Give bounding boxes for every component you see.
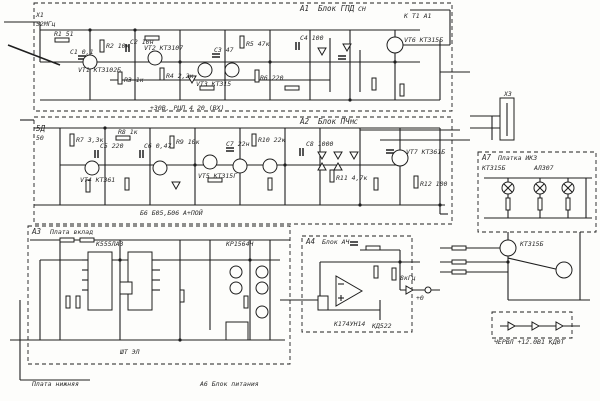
middle-block-diodes (171, 151, 359, 191)
bottom-left-block-ref: А3 (31, 227, 42, 236)
bottom-left-block-outline (27, 225, 291, 365)
bottom-mid-chip-label: К174УН14 (333, 320, 365, 328)
top-block-name: Блок ГПД (318, 4, 355, 13)
resistor-label-11: R11 4,7к (336, 174, 367, 182)
bottom-mid-freq: 8кГц (400, 274, 416, 282)
bottom-left-resistors (59, 237, 185, 309)
resistor-label-4: R4 2,2к (166, 72, 193, 80)
capacitor-label-4: С4 100 (300, 34, 324, 42)
right-panel-outline (477, 151, 597, 233)
note-labels: Плата нижняя А6 Блок питания (31, 380, 259, 388)
capacitor-label-1: С1 0,1 (70, 48, 94, 56)
transistor-label-2: VT2 КТ3107 (144, 44, 183, 52)
capacitor-label-8: С8 1000 (306, 140, 333, 148)
bottom-left-right-label: КР1564Ч (225, 240, 253, 248)
right-panel-part-1: КТ315Б (481, 164, 506, 172)
transistor-label-6: VT6 КТ315Б (404, 36, 443, 44)
top-block-ref: A1 (299, 4, 309, 13)
bottom-left-ics (82, 251, 160, 311)
resistor-label-7: R7 3,3к (76, 136, 103, 144)
bottom-mid-block-ref: А4 (305, 237, 315, 246)
top-block-diodes (187, 43, 352, 85)
capacitor-label-2: С2 10н (130, 38, 154, 46)
capacitor-label-3: С3 47 (214, 46, 234, 54)
capacitor-label-5: С5 220 (100, 142, 124, 150)
right-lower-circuit (440, 232, 590, 331)
middle-block-ref: А2 (299, 117, 310, 126)
bottom-mid-note: +0 (416, 294, 424, 302)
top-block-outline (33, 2, 453, 112)
resistor-label-6: R6 220 (260, 74, 284, 82)
junction-dots (88, 28, 510, 342)
resistor-label-9: R9 10к (176, 138, 200, 146)
capacitor-label-7: С7 22н (226, 140, 250, 148)
resistor-label-5: R5 47к (246, 40, 270, 48)
bottom-mid-block-outline (301, 235, 413, 333)
resistor-label-12: R12 100 (420, 180, 447, 188)
note-bottom-right: А6 Блок питания (199, 380, 259, 388)
bottom-left-chip-label: К555ЛА3 (95, 240, 123, 248)
top-block-conn-label: 52МГц (36, 20, 56, 28)
transistor-label-7: VT7 КТ361Б (406, 148, 445, 156)
bottom-left-wiring (10, 239, 320, 381)
middle-block-bottom-label: Б6 Б05,Б06 А+ПОЙ (140, 208, 203, 217)
top-block-side-label: К Т1 А1 (403, 12, 431, 20)
transistor-label-3: VT3 КТ315 (196, 80, 231, 88)
top-block-tag: СН (358, 5, 366, 13)
resistor-label-2: R2 10к (106, 42, 130, 50)
resistor-label-8: R8 1к (118, 128, 138, 136)
middle-block-outline (33, 116, 453, 225)
bottom-left-leds (225, 265, 269, 341)
right-panel-connector-label: X3 (503, 90, 512, 98)
right-panel-supply-label: ЧЕРВЛ +12.0В1 КД0Т (494, 338, 566, 346)
top-block-conn-ref: X1 (35, 11, 44, 19)
middle-block-transistors (84, 149, 409, 176)
resistor-label-3: R3 1к (124, 76, 144, 84)
transistor-label-1: VT1 КТ3102Б (78, 66, 121, 74)
right-panel-ref: А7 (481, 153, 492, 162)
bottom-mid-block-name: Блок АЧ (322, 238, 349, 246)
middle-block-resistors (69, 133, 419, 193)
middle-block-capacitors (94, 147, 394, 158)
bottom-left-block-name: Плата вклад (49, 228, 93, 236)
top-block-transistors (82, 36, 404, 78)
middle-block-tag: МС (349, 118, 358, 126)
middle-block-name: Блок ПЧ (318, 117, 350, 126)
block-labels: A1 Блок ГПД СН К Т1 А1 X1 52МГц +30В, РЦ… (31, 4, 566, 356)
top-block-bottom-label: +30В, РЦП 4 20 (ВХ) (150, 104, 224, 112)
bottom-mid-meter-label: КД522 (371, 322, 392, 330)
middle-block-conn-ref: 5Д (36, 124, 46, 133)
right-panel-name: Платка ИКЗ (497, 154, 537, 162)
connector-x2 (470, 97, 515, 141)
right-panel-part-2: КТ315Б (519, 240, 544, 248)
transistor-label-5: VT5 КТ315Г (198, 172, 238, 180)
middle-block-conn-label: 50 (36, 134, 44, 142)
capacitor-label-6: С6 0,47 (144, 142, 171, 150)
top-block-resistors (54, 35, 405, 97)
resistor-label-1: R1 51 (54, 30, 74, 38)
opamp-symbol (335, 275, 364, 307)
top-block-wiring (4, 9, 470, 101)
note-bottom-left: Плата нижняя (31, 380, 79, 388)
supply-block-outline (491, 311, 573, 339)
component-labels: VT1 КТ3102Б VT2 КТ3107 VT3 КТ315 VT4 КТ3… (54, 30, 447, 188)
right-panel-leds (501, 181, 575, 211)
bottom-mid-parts (317, 241, 432, 311)
transistor-label-4: VT4 КТ361 (80, 176, 115, 184)
right-panel-led-label: АЛ307 (533, 164, 554, 172)
bottom-left-bottom-label: ШТ ЭЛ (119, 348, 140, 356)
resistor-label-10: R10 22к (258, 136, 285, 144)
